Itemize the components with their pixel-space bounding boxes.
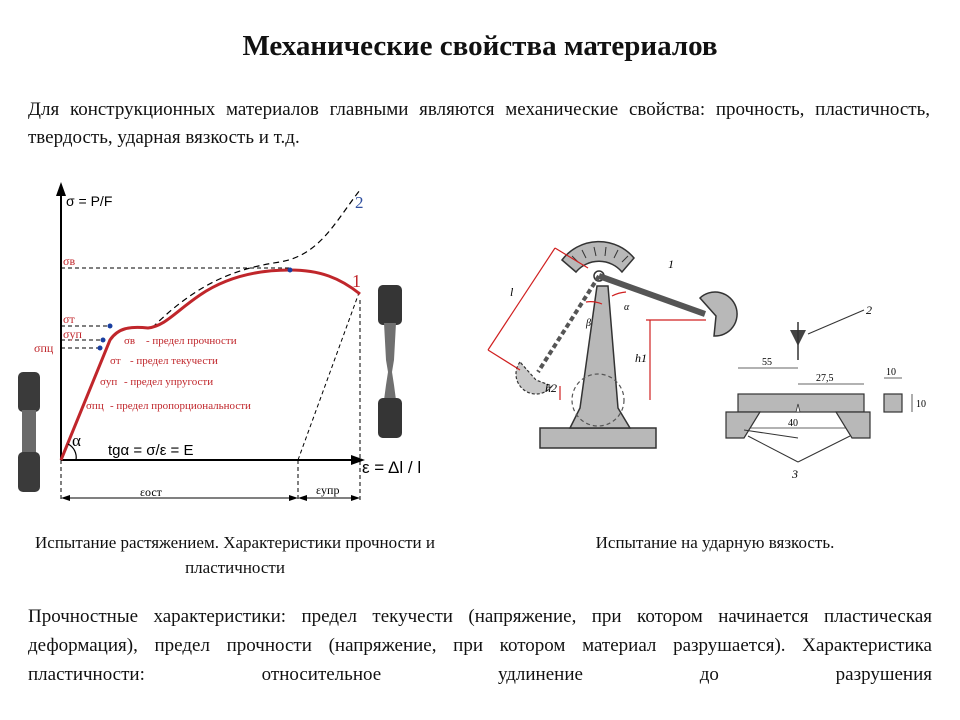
summary-paragraph: Прочностные характеристики: предел текуч… xyxy=(28,606,932,685)
dim-10-width: 10 xyxy=(886,367,896,378)
alpha-label: α xyxy=(72,431,81,450)
y-axis-label: σ = P/F xyxy=(66,193,112,209)
dim-40: 40 xyxy=(788,418,798,429)
label-2: 2 xyxy=(866,303,872,317)
dim-27-5: 27,5 xyxy=(816,373,834,384)
scale-ticks xyxy=(571,246,629,263)
curve-points xyxy=(97,267,293,351)
legend-item: - предел пропорциональности xyxy=(110,400,251,412)
slide-title: Механические свойства материалов xyxy=(242,30,718,62)
hammer-bottom-position xyxy=(571,373,625,427)
scale-dial xyxy=(560,240,635,274)
legend-item: - предел текучести xyxy=(130,355,218,367)
curve-1-label: 1 xyxy=(352,271,361,291)
h2-label: h2 xyxy=(545,381,557,395)
pendulum-hammer xyxy=(698,291,738,337)
dim-10-height: 10 xyxy=(916,399,926,410)
intro-paragraph: Для конструкционных материалов главными … xyxy=(28,99,930,148)
slope-formula: tgα = σ/ε = E xyxy=(108,442,194,459)
alpha-arc xyxy=(67,443,77,461)
alpha-impact-label: α xyxy=(624,302,630,313)
specimen-after-icon xyxy=(378,285,402,438)
machine-base xyxy=(539,427,657,449)
sigma-b-label: σв xyxy=(63,254,75,268)
strain-dimensions xyxy=(61,495,360,501)
specimen-dimension-lines xyxy=(738,367,913,429)
label-3: 3 xyxy=(791,467,798,481)
impact-dimensions xyxy=(487,247,706,400)
legend-item: σуп xyxy=(100,376,117,388)
impact-caption: Испытание на ударную вязкость. xyxy=(595,533,835,552)
legend-item: σпц xyxy=(86,400,104,412)
curve-1 xyxy=(59,268,361,461)
specimen-before-icon xyxy=(18,372,40,492)
pendulum-arm xyxy=(597,273,707,317)
legend-item: σт xyxy=(110,355,121,367)
limits-legend: σв - предел прочности σт - предел текуче… xyxy=(86,335,251,412)
legend-item: - предел прочности xyxy=(146,335,237,347)
legend-item: σв xyxy=(124,335,135,347)
sigma-t-label: σт xyxy=(63,312,75,326)
eps-upr-label: εупр xyxy=(316,483,339,497)
legend-item: - предел упругости xyxy=(124,376,213,388)
pendulum-hammer-raised xyxy=(515,361,553,395)
sigma-up-label: σуп xyxy=(63,327,82,341)
length-label: l xyxy=(510,285,514,299)
dim-55: 55 xyxy=(762,357,772,368)
curve-2-label: 2 xyxy=(355,193,364,212)
sigma-pc-label: σпц xyxy=(34,341,54,355)
label-1: 1 xyxy=(668,257,674,271)
machine-column xyxy=(568,285,632,429)
beta-label: β xyxy=(585,318,591,329)
construction-lines xyxy=(60,267,361,500)
curve-2 xyxy=(151,189,361,329)
tensile-caption: Испытание растяжением. Характеристики пр… xyxy=(35,533,435,577)
impact-specimen-setup xyxy=(725,309,903,463)
x-axis-label: ε = Δl / l xyxy=(362,458,421,477)
eps-ost-label: εост xyxy=(140,485,163,499)
pendulum-arm-raised xyxy=(536,274,601,374)
h1-label: h1 xyxy=(635,351,647,365)
